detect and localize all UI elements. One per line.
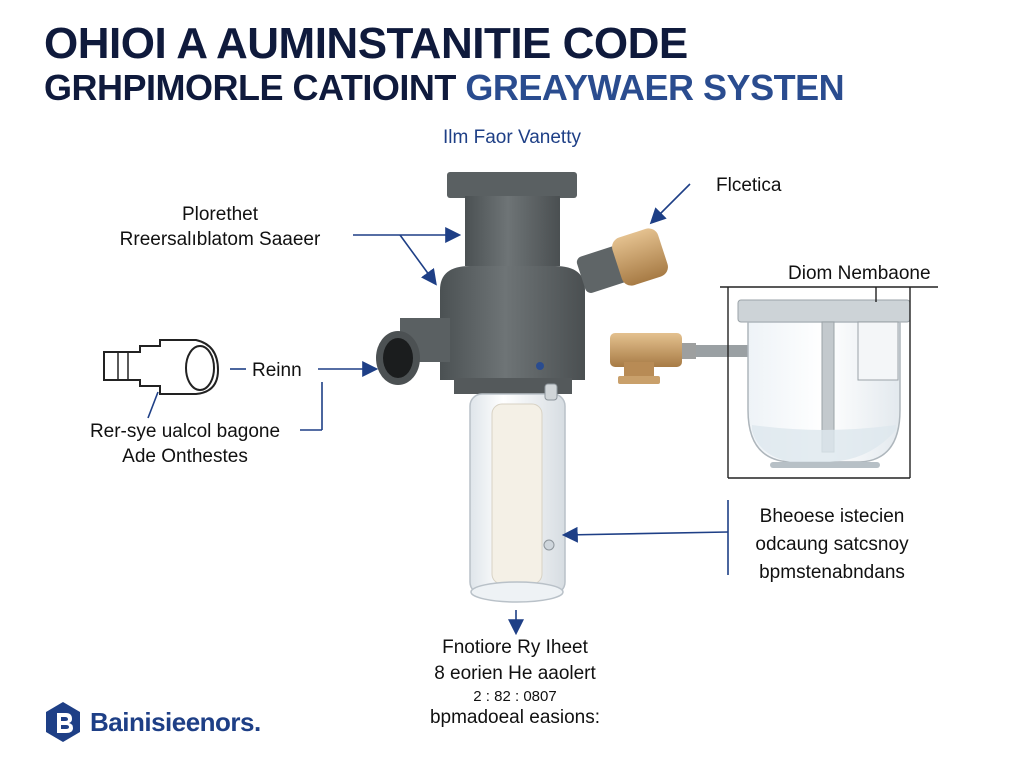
inlet-port: [376, 318, 450, 385]
filter-cap: [447, 172, 577, 198]
label-left-bottom-1: Rer-sye ualcol bagone: [89, 421, 281, 442]
label-bottom-4: bpmadoeal easions:: [429, 707, 601, 728]
filter-neck: [465, 196, 560, 266]
label-right-mid-3: bpmstenabndans: [759, 562, 905, 583]
filter-head: [440, 266, 585, 380]
drain-valve: [543, 539, 555, 551]
label-right-mid-2: odcaung satcsnoy: [755, 534, 909, 555]
head-screw: [536, 362, 544, 370]
bowl-base: [470, 581, 564, 603]
page-title: OHIOI A AUMINSTANITIE CODE: [44, 19, 688, 68]
label-right-tank: Diom Nembaone: [788, 263, 931, 284]
label-bottom-2: 8 eorien He aaolert: [434, 663, 596, 684]
filter-cartridge: [491, 403, 543, 585]
label-left-mid: Reinn: [252, 360, 302, 381]
bleed-plug: [544, 383, 558, 401]
filter-unit: [376, 172, 668, 603]
outlet-port: [576, 228, 668, 293]
page-subtitle: Ilm Faor Vanetty: [443, 127, 581, 148]
brass-valve: [610, 333, 696, 384]
label-bottom-3: 2 : 82 : 0807: [473, 688, 557, 705]
brand-logo: Bainisieenors.: [44, 700, 261, 744]
membrane-tank: [737, 299, 911, 468]
brand-name: Bainisieenors.: [90, 706, 261, 737]
label-right-mid-1: Bheoese istecien: [759, 506, 905, 527]
label-top-right: Flcetica: [716, 175, 782, 196]
callout-lines: [147, 183, 938, 636]
label-left-title-2: Rreersalıblatom Saaeer: [119, 229, 321, 250]
title-part-b: GREAYWAER SYSTEN: [465, 67, 845, 108]
left-fitting-illustration: [103, 339, 220, 395]
page-title-line2: GRHPIMORLE CATIOINT GREAYWAER SYSTEN: [44, 67, 845, 108]
hexagon-logo-icon: [46, 702, 80, 742]
filter-collar: [454, 378, 572, 394]
connecting-pipe: [696, 345, 751, 357]
label-left-title-1: Plorethet: [181, 204, 259, 225]
label-left-bottom-2: Ade Onthestes: [122, 446, 248, 467]
title-part-a: GRHPIMORLE CATIOINT: [44, 67, 456, 108]
label-bottom-1: Fnotiore Ry Iheet: [442, 637, 588, 658]
